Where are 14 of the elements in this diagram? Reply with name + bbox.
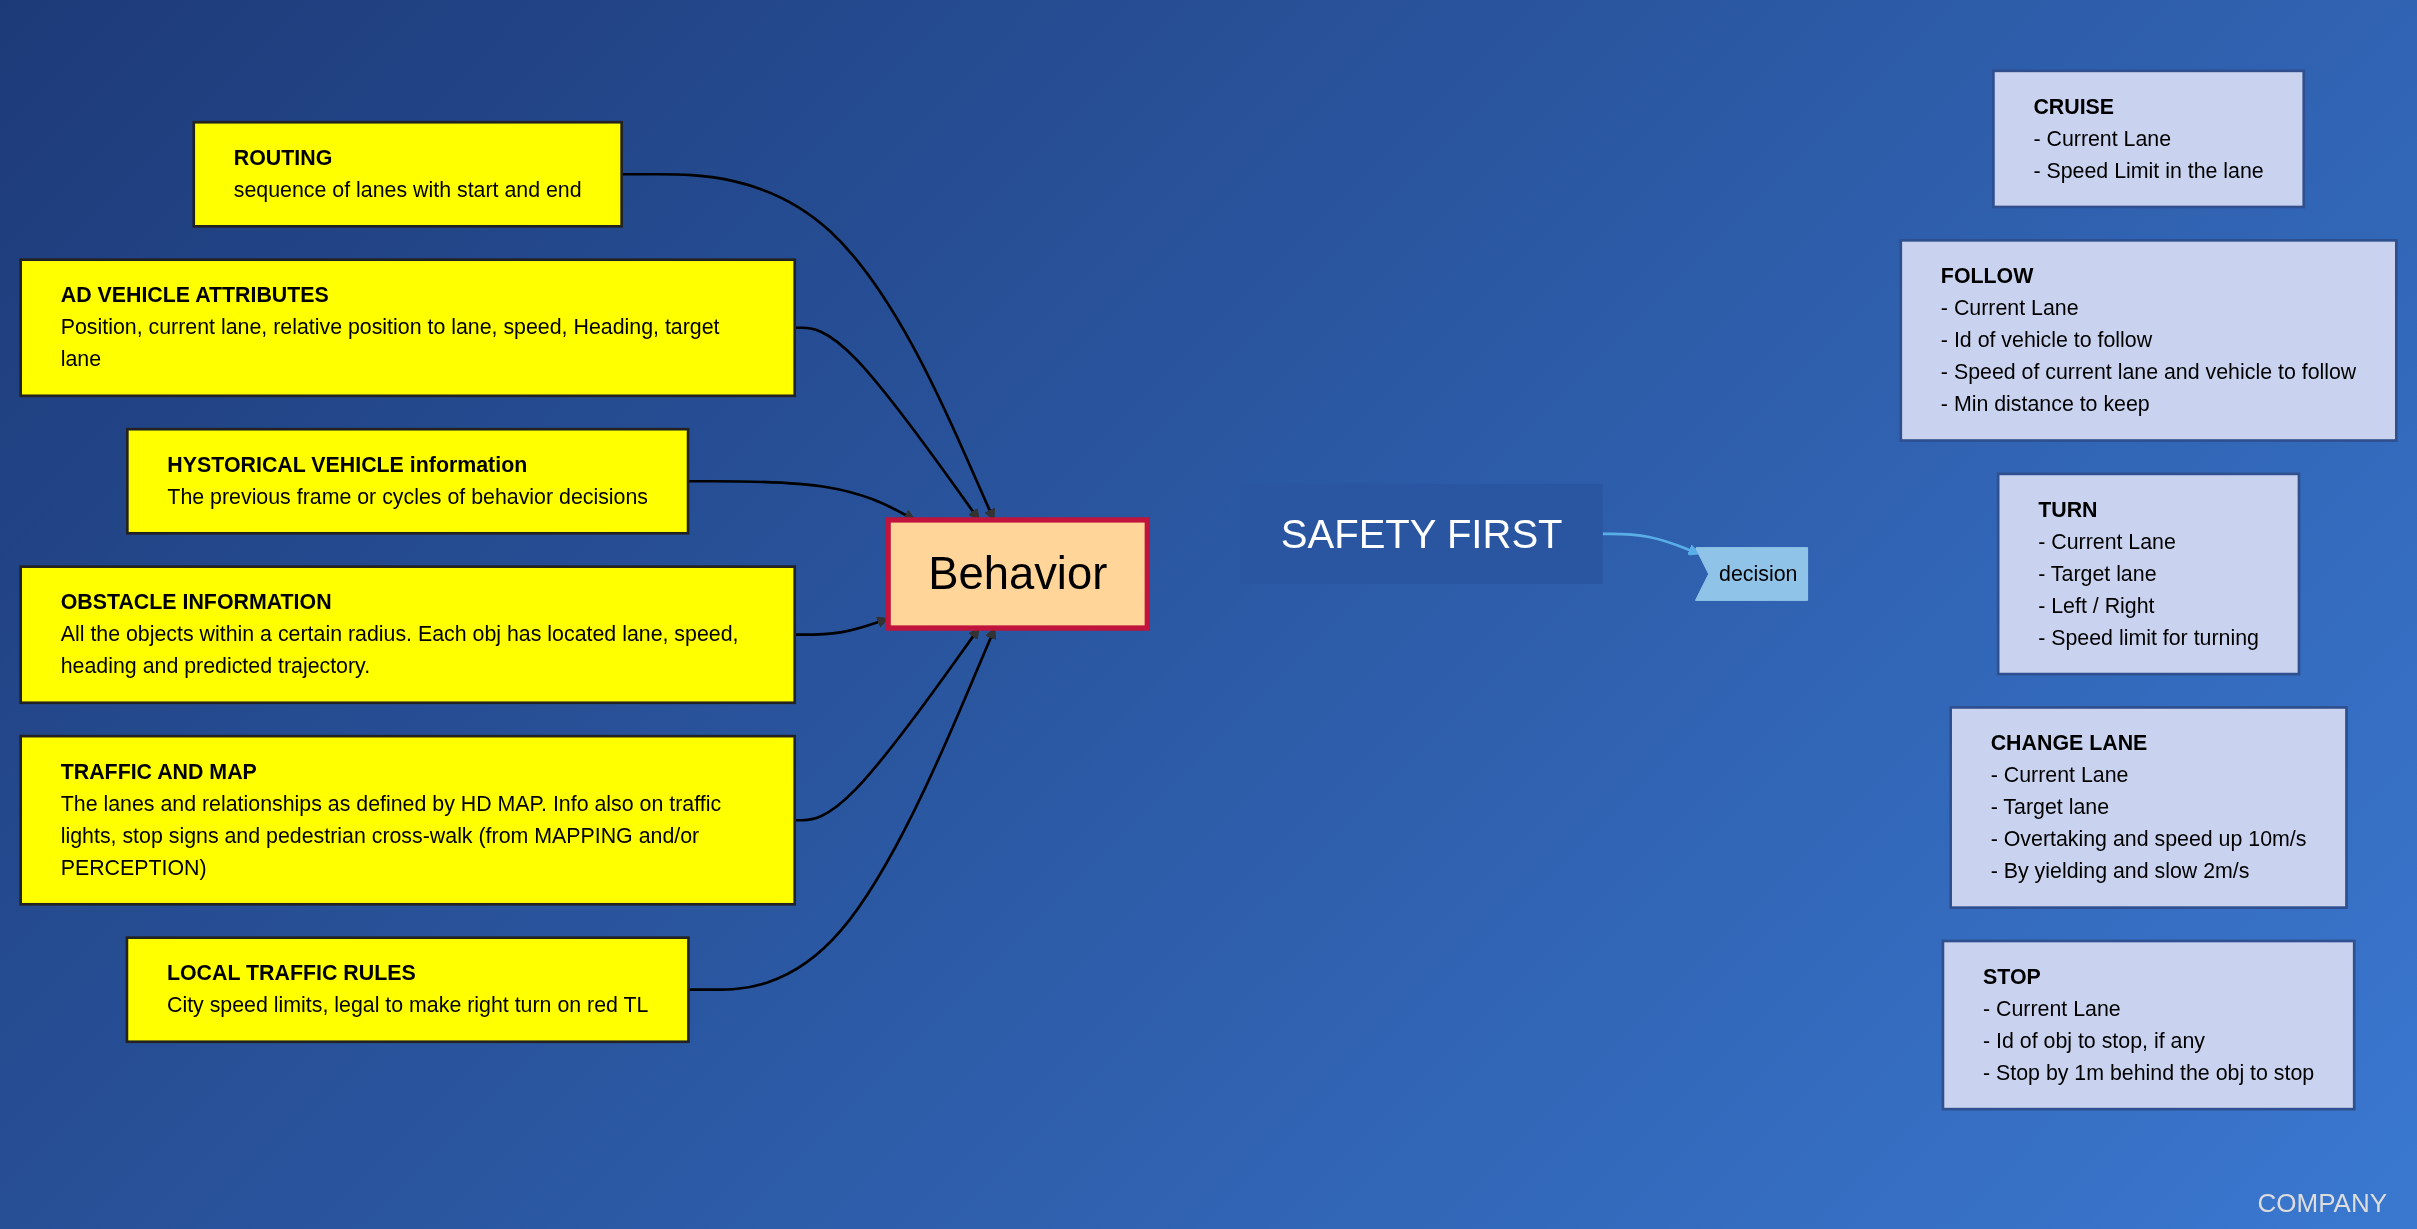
arrow bbox=[1602, 532, 1700, 556]
node-box: FOLLOW - Current Lane - Id of vehicle to follow - Speed of current lane and vehicle to follow - Min distance to keep bbox=[1899, 239, 2398, 442]
footer-text: COMPANY bbox=[2257, 1188, 2387, 1219]
node-box: ROUTING sequence of lanes with start and end bbox=[192, 120, 623, 228]
node-box: LOCAL TRAFFIC RULES City speed limits, legal to make right turn on red TL bbox=[125, 936, 690, 1044]
node-box: Behavior bbox=[885, 517, 1150, 631]
node-box: AD VEHICLE ATTRIBUTES Position, current lane, relative position to lane, speed, Heading, target lane bbox=[19, 258, 797, 398]
node-box: CRUISE - Current Lane - Speed Limit in the lane bbox=[1992, 69, 2306, 209]
node-box: HYSTORICAL VEHICLE information The previous frame or cycles of behavior decisions bbox=[126, 427, 690, 535]
node-box: CHANGE LANE - Current Lane - Target lane - Overtaking and speed up 10m/s - By yielding and slow 2m/s bbox=[1949, 706, 2348, 909]
node-box: TURN - Current Lane - Target lane - Left / Right - Speed limit for turning bbox=[1996, 472, 2301, 676]
node-box: OBSTACLE INFORMATION All the objects within a certain radius. Each obj has located lane, speed, heading and predicted trajectory. bbox=[19, 565, 797, 705]
node-box: STOP - Current Lane - Id of obj to stop, if any - Stop by 1m behind the obj to stop bbox=[1941, 939, 2356, 1111]
node-box: TRAFFIC AND MAP The lanes and relationships as defined by HD MAP. Info also on traffic lights, stop signs and pedestrian cross-walk (from MAPPING and/or PERCEPTION) bbox=[19, 734, 797, 906]
